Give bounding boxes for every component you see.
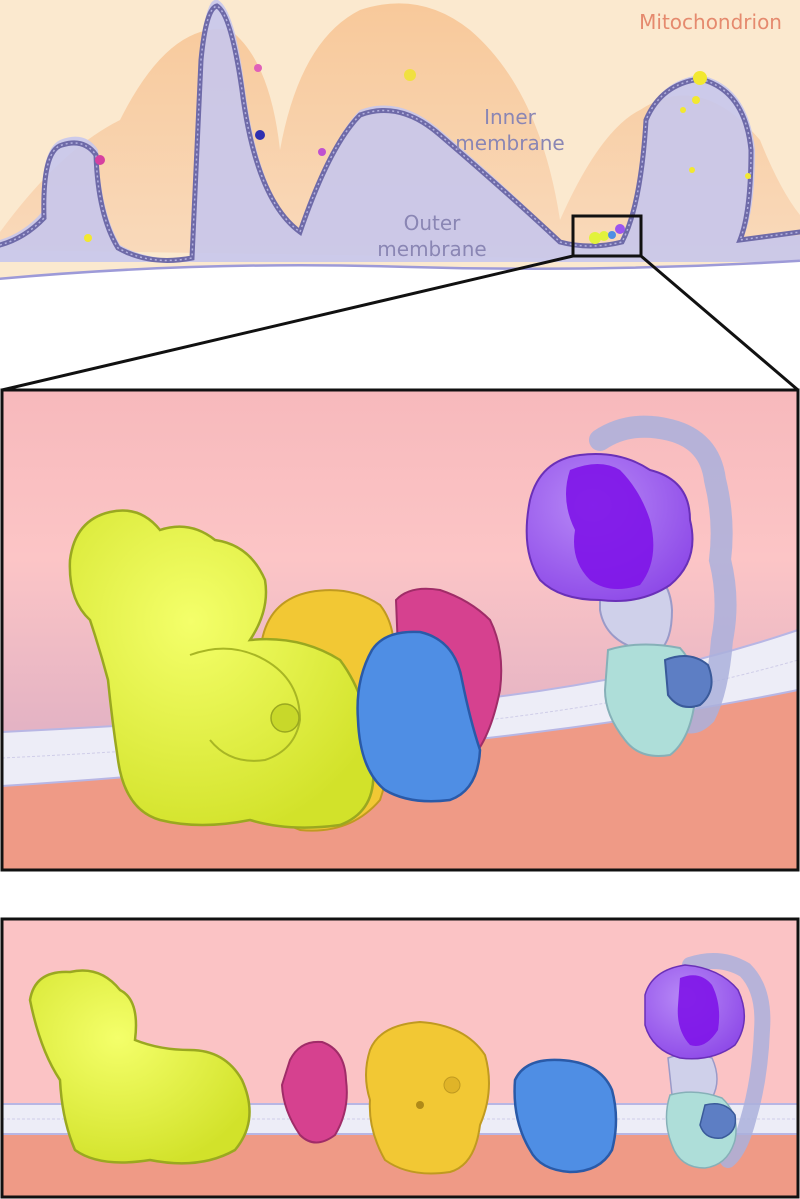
outer-membrane-label-line1: Outer bbox=[403, 211, 461, 235]
outer-membrane-label: Outer membrane bbox=[362, 210, 502, 262]
inner-membrane-label: Inner membrane bbox=[450, 104, 570, 156]
mitochondrion-section bbox=[0, 0, 800, 290]
outer-membrane-label-line2: membrane bbox=[377, 237, 487, 261]
zoom-panel bbox=[0, 388, 800, 872]
complex-III bbox=[365, 1020, 490, 1175]
complex-II bbox=[280, 1040, 348, 1144]
complex-IV bbox=[513, 1058, 618, 1174]
mitochondrion-label: Mitochondrion bbox=[639, 10, 782, 34]
separated-panel bbox=[0, 917, 800, 1199]
inner-membrane-label-line1: Inner bbox=[484, 105, 536, 129]
zoom-box bbox=[571, 214, 643, 258]
inner-membrane-label-line2: membrane bbox=[455, 131, 565, 155]
complex-I bbox=[28, 969, 251, 1165]
zoom-connector-lines bbox=[1, 254, 799, 392]
atp-synthase bbox=[644, 953, 771, 1169]
